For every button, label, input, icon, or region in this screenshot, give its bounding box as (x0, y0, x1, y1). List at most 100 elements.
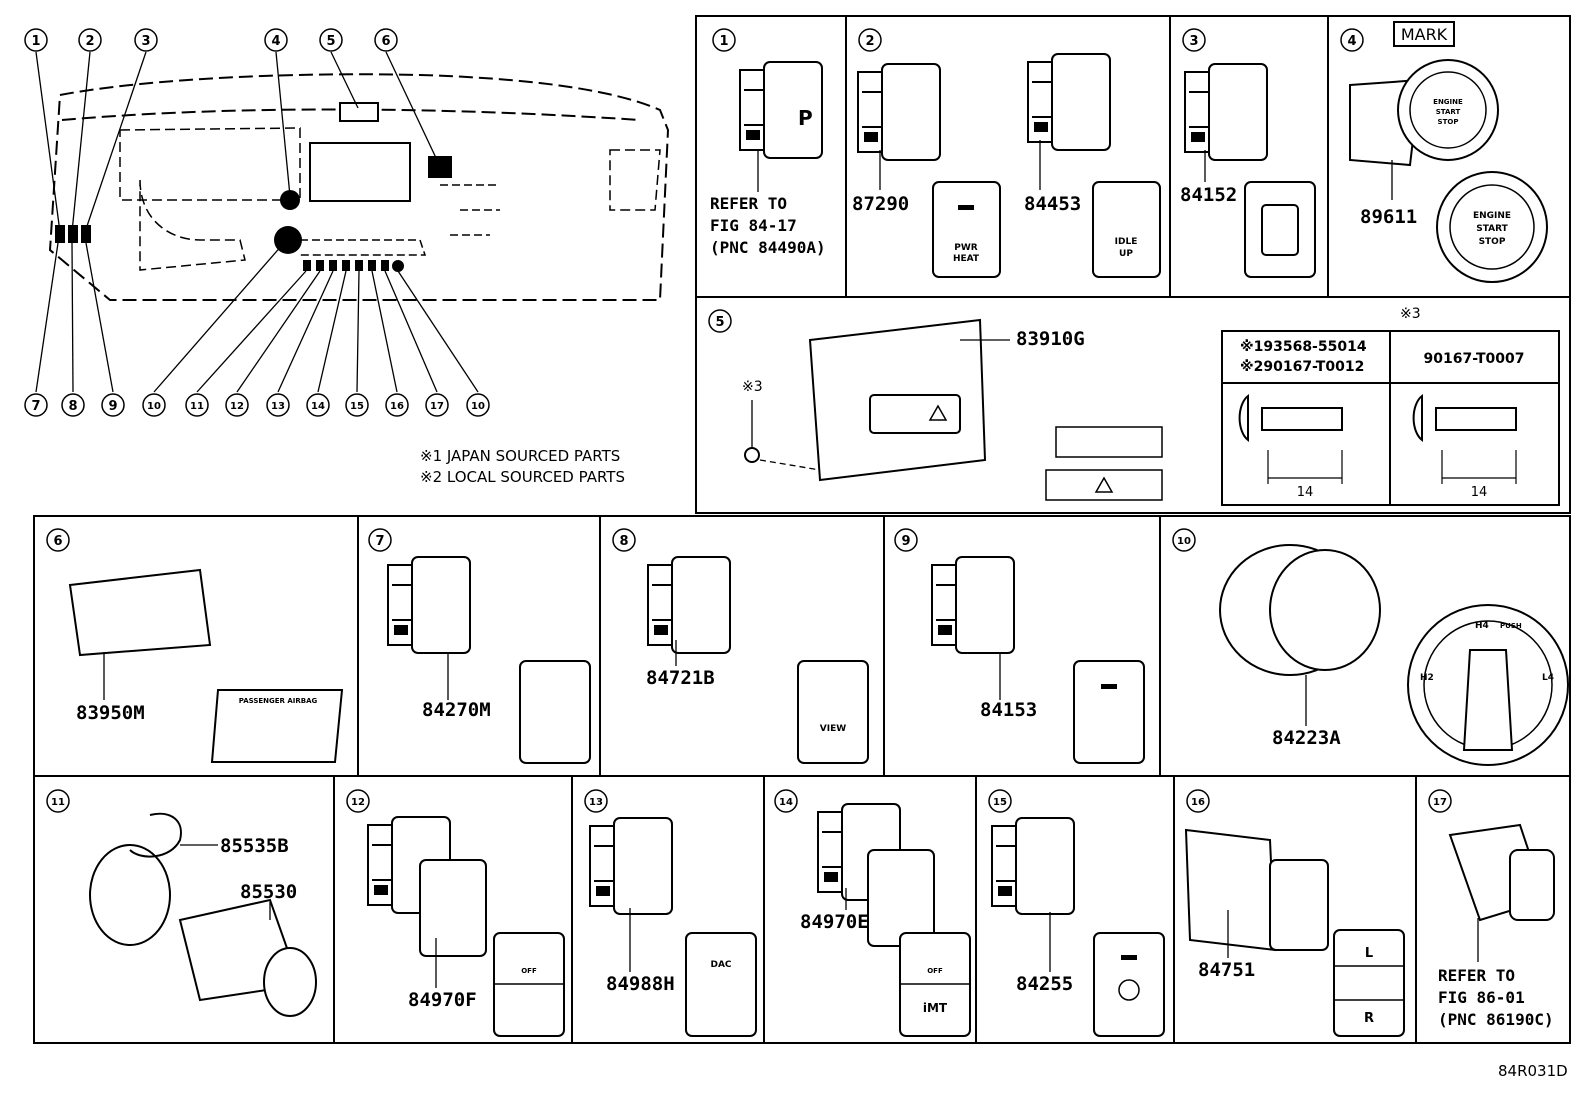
part-84970F: 84970F (408, 989, 477, 1011)
note-local-sourced: ※2 LOCAL SOURCED PARTS (420, 468, 625, 486)
part-84988H: 84988H (606, 973, 675, 995)
part-84751: 84751 (1198, 959, 1255, 981)
part-83910G: 83910G (1016, 328, 1085, 350)
callout-10: 10 (147, 401, 161, 412)
panel-num-1: 1 (719, 34, 728, 49)
button-stop-a: STOP (1438, 118, 1459, 126)
part-83950M: 83950M (76, 702, 145, 724)
callout-12: 12 (230, 401, 244, 412)
refer-1-line3: (PNC 84490A) (710, 238, 826, 257)
refer-17-line1: REFER TO (1438, 966, 1515, 985)
label-seat-r: R (1364, 1011, 1374, 1026)
callout-11: 11 (190, 401, 204, 412)
panel-9-switch: 84153 (931, 556, 1145, 764)
label-imt: iMT (923, 1001, 948, 1015)
label-off-14: OFF (927, 967, 943, 975)
panel-num-14: 14 (779, 797, 793, 808)
callout-10b: 10 (471, 401, 485, 412)
panel-num-15: 15 (993, 797, 1007, 808)
refer-1-line2: FIG 84-17 (710, 216, 797, 235)
callout-17: 17 (430, 401, 444, 412)
panel-13-dac-switch: 84988H DAC (589, 817, 757, 1037)
part-84270M: 84270M (422, 699, 491, 721)
panel-7-switch: 84270M (387, 556, 591, 764)
dim-14-a: 14 (1297, 485, 1314, 500)
callout-1: 1 (31, 34, 40, 49)
callout-14: 14 (311, 401, 325, 412)
dial-l4: L4 (1542, 673, 1554, 683)
label-pwr: PWR (954, 243, 978, 253)
dashboard-overview: 1 2 3 4 5 6 7 8 9 10 11 12 13 14 15 16 1… (24, 28, 670, 486)
button-engine-a: ENGINE (1433, 98, 1463, 106)
dial-h4: H4 (1475, 621, 1489, 631)
screw-pn-2: ※290167-T0012 (1240, 359, 1364, 375)
part-85535B: 85535B (220, 835, 289, 857)
star-3-table: ※3 (1400, 306, 1421, 322)
panel-num-3: 3 (1189, 34, 1198, 49)
svg-text:P: P (798, 106, 813, 130)
panel-num-2: 2 (865, 34, 874, 49)
callout-4: 4 (271, 34, 280, 49)
button-start-a: START (1436, 108, 1461, 116)
panel-num-5: 5 (715, 315, 724, 330)
part-84453: 84453 (1024, 193, 1081, 215)
panel-num-9: 9 (901, 534, 910, 549)
button-start: START (1476, 224, 1508, 234)
part-84255: 84255 (1016, 973, 1073, 995)
dial-h2: H2 (1420, 673, 1434, 683)
refer-1-line1: REFER TO (710, 194, 787, 213)
panel-num-16: 16 (1191, 797, 1205, 808)
panel-num-11: 11 (51, 797, 65, 808)
label-off-12: OFF (521, 967, 537, 975)
panel-num-12: 12 (351, 797, 365, 808)
panel-num-4: 4 (1347, 34, 1356, 49)
part-84970E: 84970E (800, 911, 869, 933)
screw-pn-3: 90167-T0007 (1424, 351, 1525, 367)
panel-num-13: 13 (589, 797, 603, 808)
panel-14-imt-switch: 84970E OFF iMT (800, 803, 971, 1037)
panel-12-switch: 84970F OFF (367, 816, 565, 1037)
part-84223A: 84223A (1272, 727, 1341, 749)
panel-5-center-panel: 83910G ※3 ※3 ※193568-55014 ※290167-T0012… (742, 306, 1560, 506)
refer-17-line3: (PNC 86190C) (1438, 1010, 1554, 1029)
panel-16-seat-heater: 84751 L R (1184, 828, 1405, 1037)
panel-11-power-outlet: 85535B 85530 (89, 812, 317, 1017)
part-84152: 84152 (1180, 184, 1237, 206)
callout-9: 9 (108, 399, 117, 414)
panel-8-view-switch: 84721B VIEW (646, 556, 869, 764)
part-89611: 89611 (1360, 206, 1417, 228)
figure-id: 84R031D (1498, 1062, 1568, 1080)
screw-pn-1: ※193568-55014 (1240, 339, 1367, 355)
panel-15-heated-wheel: 84255 (991, 817, 1165, 1037)
callout-15: 15 (350, 401, 364, 412)
callout-13: 13 (271, 401, 285, 412)
panel-num-6: 6 (53, 534, 62, 549)
part-85530: 85530 (240, 881, 297, 903)
panel-num-10: 10 (1177, 536, 1191, 547)
panel-10-4wd-dial: 84223A H4 PUSH L4 H2 (1219, 544, 1569, 766)
grid-frame (33, 15, 1571, 1044)
panel-2-heat-switches: 87290 84453 PWR HEAT IDLE UP (852, 53, 1161, 278)
label-up: UP (1119, 249, 1133, 259)
panel-3-headlamp-leveling: 84152 (1180, 63, 1316, 278)
part-84153: 84153 (980, 699, 1037, 721)
label-heat: HEAT (953, 254, 980, 264)
part-84721B: 84721B (646, 667, 715, 689)
panel-6-airbag-indicator: 83950M PASSENGER AIRBAG (68, 568, 344, 763)
button-engine: ENGINE (1473, 211, 1511, 221)
label-idle: IDLE (1115, 237, 1138, 247)
callout-7: 7 (31, 399, 40, 414)
label-seat-l: L (1365, 946, 1373, 961)
star-3-screw: ※3 (742, 379, 763, 395)
label-dac: DAC (710, 960, 731, 970)
label-view: VIEW (820, 724, 846, 734)
panel-1-parking-switch: P REFER TO FIG 84-17 (PNC 84490A) (710, 61, 826, 257)
label-passenger-airbag: PASSENGER AIRBAG (239, 697, 318, 705)
note-japan-sourced: ※1 JAPAN SOURCED PARTS (420, 447, 620, 465)
mark-label: MARK (1401, 25, 1448, 44)
panel-17-usb-port: REFER TO FIG 86-01 (PNC 86190C) (1438, 823, 1555, 1029)
part-87290: 87290 (852, 193, 909, 215)
dial-push: PUSH (1500, 622, 1522, 630)
callout-16: 16 (390, 401, 404, 412)
